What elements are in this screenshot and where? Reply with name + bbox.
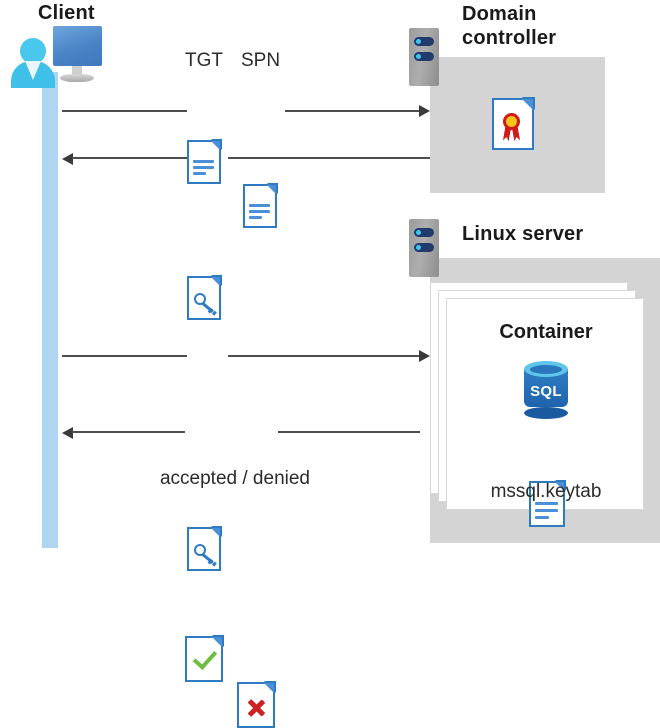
certificate-document-icon [492,97,535,150]
sql-database-icon: SQL [524,361,568,419]
container-title: Container [499,321,593,343]
keytab-file-label: mssql.keytab [490,481,602,502]
tgt-document-icon [187,139,222,184]
flow-line-ticket-left [72,157,187,159]
key-document-icon [187,275,222,320]
spn-label: SPN [241,50,281,71]
accepted-denied-label: accepted / denied [159,468,310,489]
client-lifeline [42,72,58,548]
container-stack: Container SQL mssql.keytab [430,282,645,527]
domain-controller-title-line2: controller [462,27,557,49]
container-card-front[interactable]: Container SQL mssql.keytab [446,298,644,527]
sql-database-label: SQL [530,383,562,400]
key-document-icon [187,526,222,571]
monitor-screen-icon [53,26,102,66]
flow-arrowhead-ticket [62,153,73,165]
page-title-linux-server: Linux server [462,223,584,245]
monitor-neck-icon [72,66,82,76]
flow-line-result-left [72,431,185,433]
denied-document-icon [237,681,276,728]
tgt-label: TGT [185,50,223,71]
flow-line-present-right [228,355,420,357]
server-rack-icon [409,28,439,86]
flow-line-result-right [278,431,420,433]
flow-line-request-right [285,110,420,112]
flow-line-ticket-right [228,157,430,159]
page-title-domain-controller: Domain controller [462,2,642,50]
flow-arrowhead-result [62,427,73,439]
domain-controller-title-line1: Domain [462,3,537,25]
flow-line-present-left [62,355,187,357]
accepted-document-icon [185,635,224,682]
flow-line-request-left [62,110,187,112]
keytab-document-icon [529,480,566,527]
page-title-client: Client [38,2,95,24]
flow-arrowhead-request [419,105,430,117]
user-computer-icon [10,26,102,88]
spn-document-icon [243,183,278,228]
person-head-icon [20,38,46,64]
flow-arrowhead-present [419,350,430,362]
monitor-base-icon [60,74,94,82]
server-rack-icon [409,219,439,277]
